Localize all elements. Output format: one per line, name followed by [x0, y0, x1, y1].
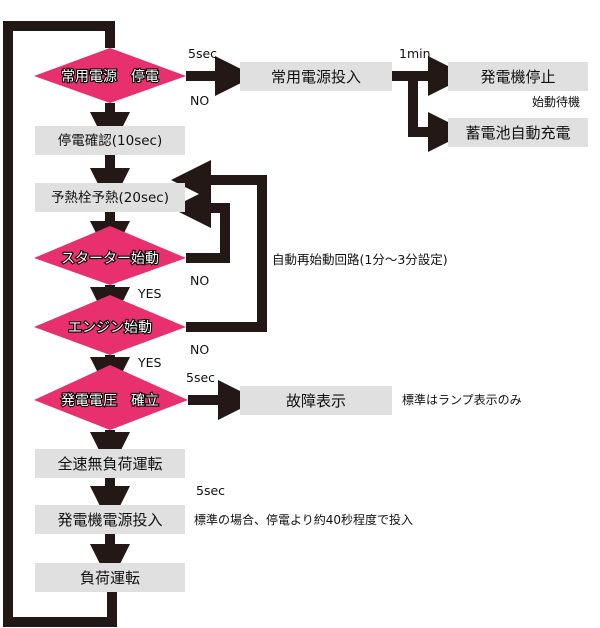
process-boxes: [35, 62, 588, 592]
text-gen-power-on: 発電機電源投入: [57, 511, 162, 529]
diamond-engine-start: [34, 295, 186, 355]
label-5sec-top: 5sec: [188, 46, 217, 61]
note-standard-timing: 標準の場合、停電より約40秒程度で投入: [194, 512, 413, 527]
box-gen-power-on: [35, 505, 185, 534]
text-battery-charge: 蓄電池自動充電: [465, 124, 570, 142]
label-start-standby: 始動待機: [532, 94, 580, 109]
arrow-mainpower-to-battery: [408, 76, 468, 152]
text-blackout-confirm: 停電確認(10sec): [58, 132, 162, 149]
text-blackout-detect: 常用電源 停電: [61, 68, 159, 85]
box-generator-stop: [448, 62, 588, 91]
label-yes-starter: YES: [137, 286, 162, 301]
box-glow-preheat: [35, 183, 185, 212]
loop-engine-no: [171, 160, 267, 332]
text-load-operation: 負荷運転: [80, 569, 140, 587]
restart-loops: [171, 160, 267, 332]
box-load-operation: [35, 563, 185, 592]
label-no-starter: NO: [190, 273, 209, 288]
diamond-blackout-detect: [34, 48, 186, 103]
box-fault-display: [240, 386, 392, 415]
label-no-top: NO: [190, 93, 209, 108]
side-notes: 標準はランプ表示のみ 標準の場合、停電より約40秒程度で投入: [194, 392, 522, 527]
text-glow-preheat: 予熱栓予熱(20sec): [51, 190, 169, 206]
text-main-power-on: 常用電源投入: [271, 68, 361, 86]
text-gen-voltage: 発電電圧 確立: [61, 393, 159, 409]
box-battery-charge: [448, 118, 588, 147]
horizontal-arrows: [186, 56, 468, 420]
label-yes-engine: YES: [137, 355, 162, 370]
text-engine-start: エンジン始動: [68, 320, 152, 336]
box-full-speed-noload: [35, 449, 185, 478]
loop-starter-no: [171, 188, 230, 263]
text-fault-display: 故障表示: [286, 392, 346, 410]
label-5sec-voltage: 5sec: [186, 370, 215, 385]
label-restart-circuit: 自動再始動回路(1分～3分設定): [272, 252, 448, 267]
box-blackout-confirm: [35, 126, 185, 155]
diamond-starter-start: [34, 226, 186, 285]
label-no-engine: NO: [190, 342, 209, 357]
decision-diamonds: [34, 48, 188, 430]
text-starter-start: スターター始動: [61, 251, 159, 267]
text-full-speed-noload: 全速無負荷運転: [57, 455, 162, 473]
label-1min: 1min: [399, 46, 431, 61]
edge-labels: 5sec NO 1min 始動待機 自動再始動回路(1分～3分設定) NO YE…: [137, 46, 580, 498]
box-main-power-on: [240, 62, 392, 91]
node-texts: 常用電源 停電 常用電源投入 発電機停止 蓄電池自動充電 停電確認(10sec)…: [51, 67, 571, 587]
label-5sec-load: 5sec: [196, 483, 225, 498]
text-generator-stop: 発電機停止: [480, 68, 555, 86]
return-loop-line: [3, 21, 117, 627]
note-lamp-only: 標準はランプ表示のみ: [402, 392, 522, 407]
diamond-gen-voltage: [34, 365, 188, 430]
